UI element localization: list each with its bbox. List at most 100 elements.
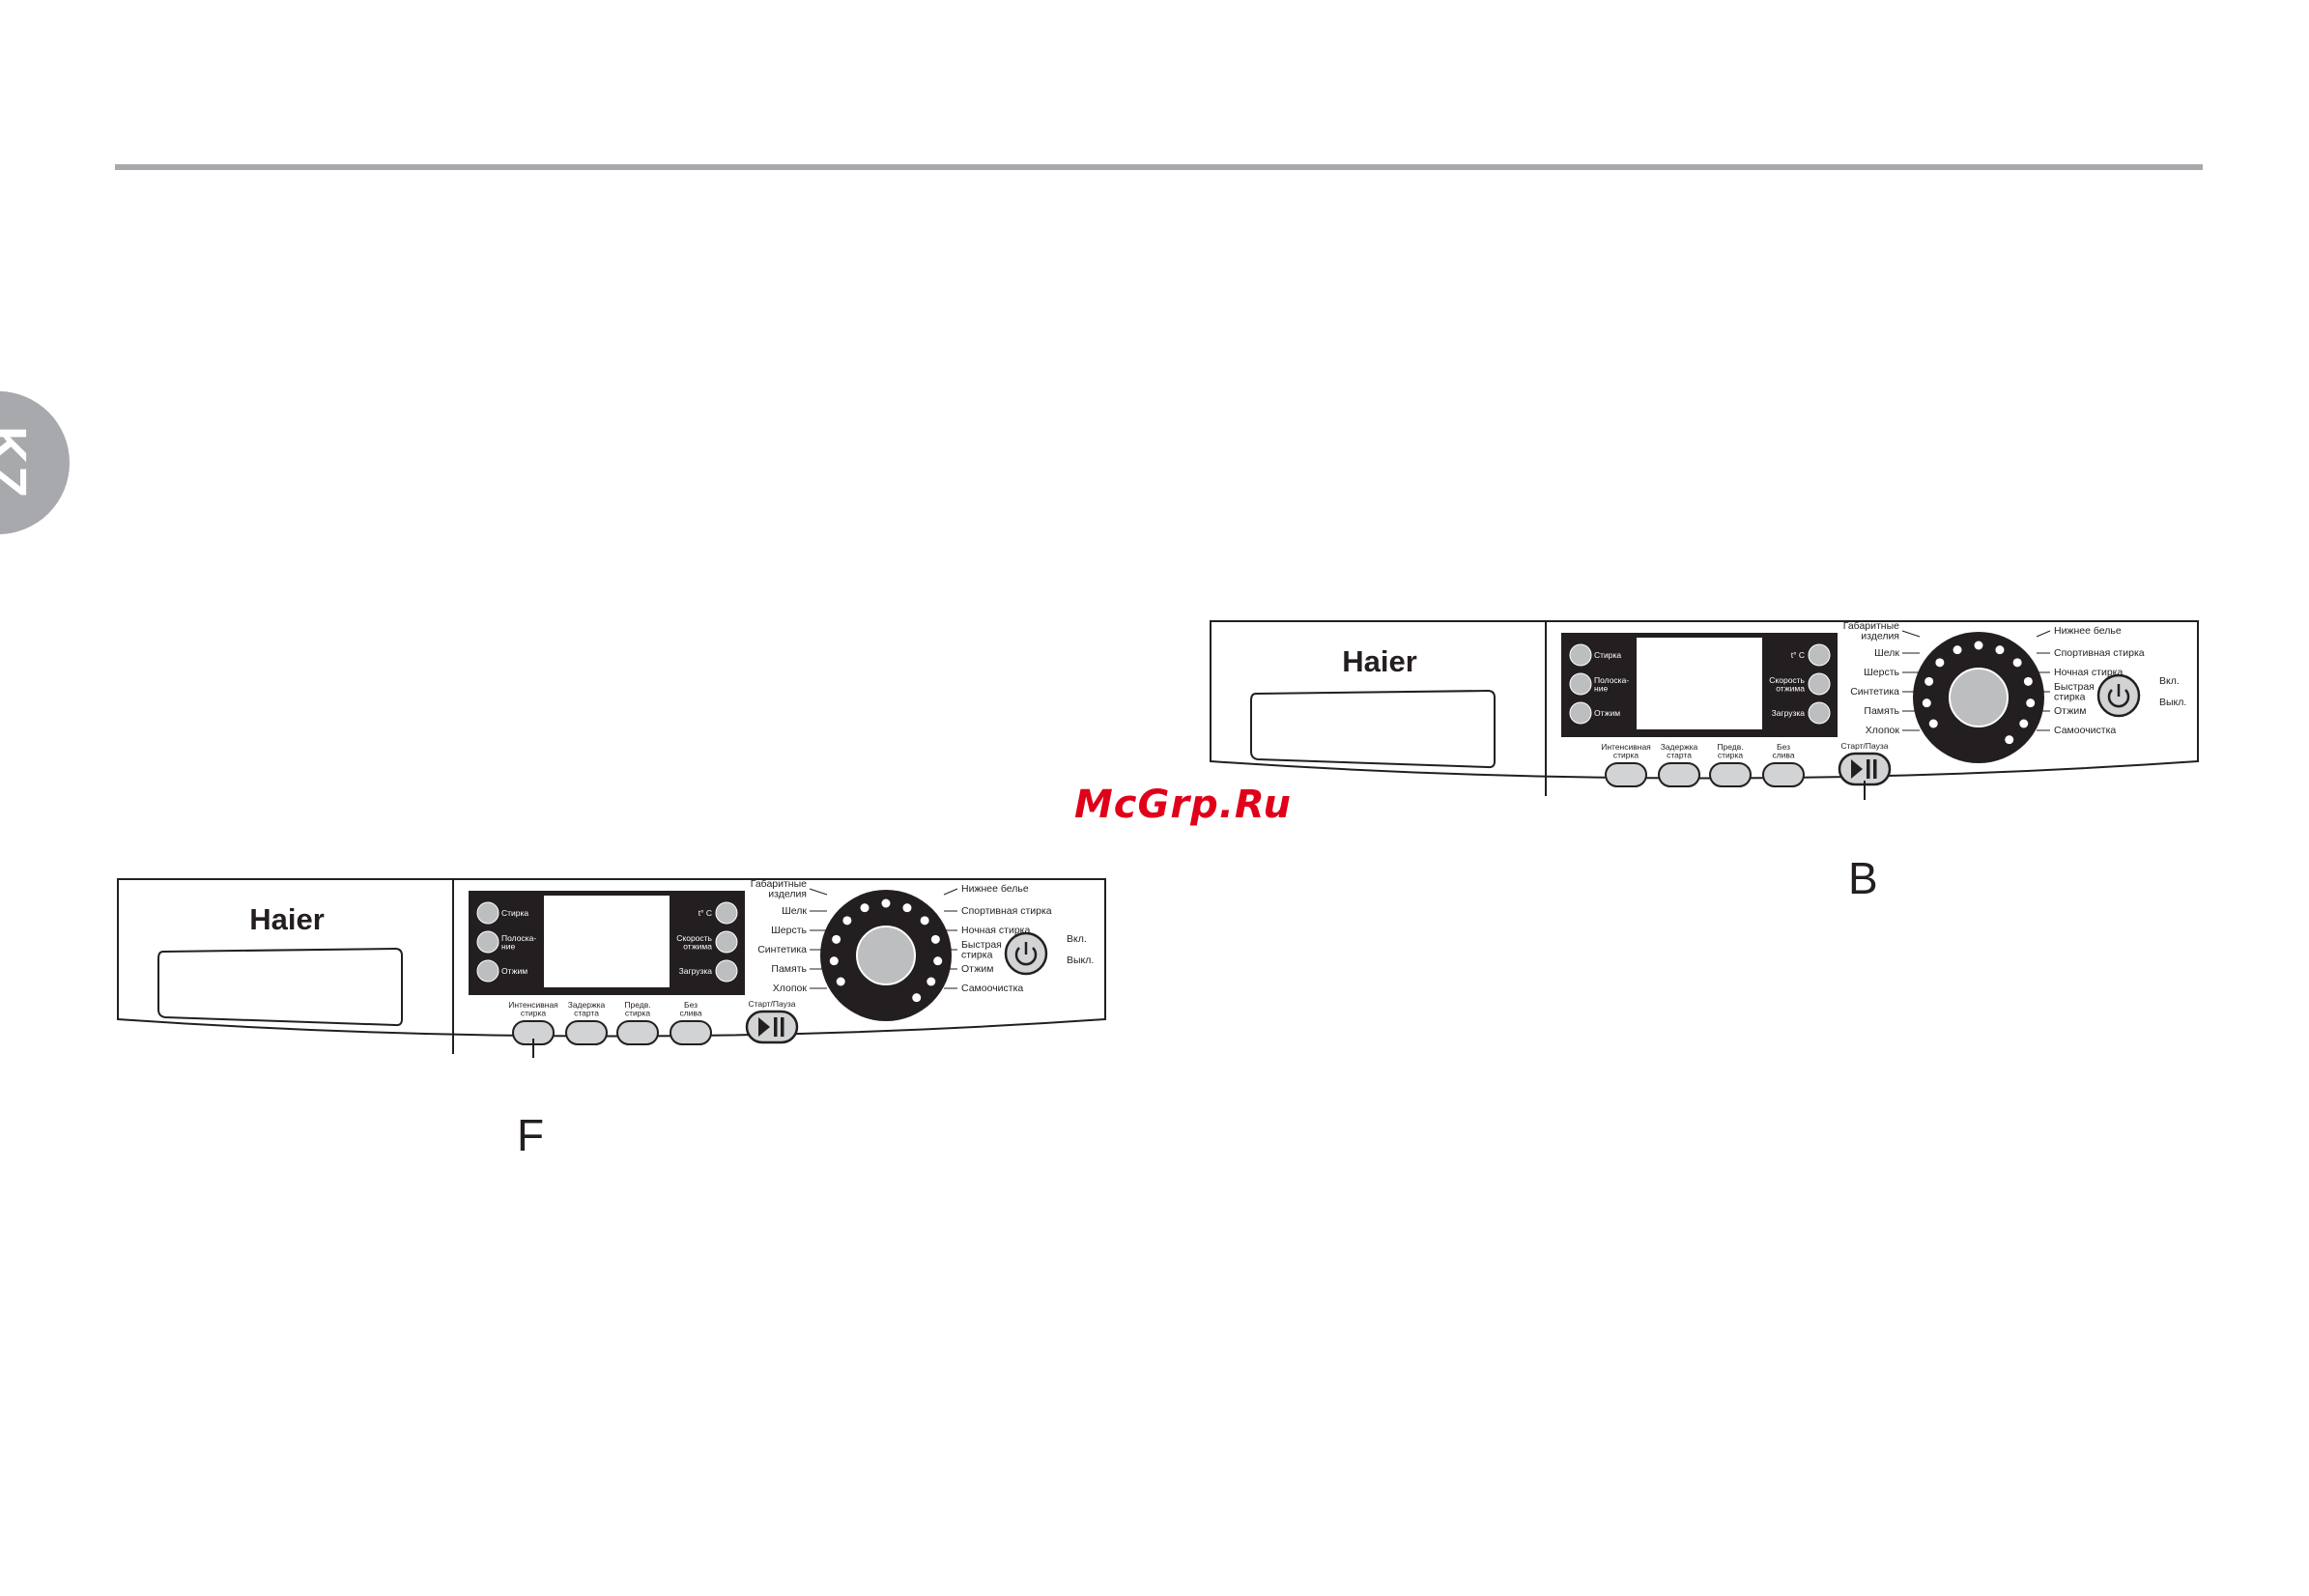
function-button [1658, 762, 1700, 787]
program-indicator-led [902, 903, 912, 913]
function-button-label: Предв.стирка [624, 1000, 650, 1018]
program-label-right: Спортивная стирка [961, 905, 1052, 917]
display-button-right [715, 959, 738, 983]
program-indicator-led [836, 977, 845, 986]
program-label-right: Отжим [961, 963, 993, 975]
brand-logo: Haier [1342, 644, 1417, 678]
program-label-right: Ночная стирка [961, 925, 1030, 936]
function-button [670, 1020, 712, 1045]
display-button-right [1808, 701, 1831, 725]
program-label-left: Шерсть [771, 925, 807, 936]
display-label-left: Стирка [1594, 650, 1621, 660]
power-on-label: Вкл. [2159, 675, 2180, 687]
program-indicator-led [2012, 658, 2022, 668]
callout-label-f: F [517, 1110, 545, 1160]
detergent-drawer [1250, 689, 1496, 769]
program-indicator-led [1924, 676, 1934, 686]
detergent-drawer [157, 947, 403, 1027]
display-button-right [1808, 672, 1831, 696]
program-label-right: Самоочистка [961, 983, 1023, 994]
power-off-label: Выкл. [1067, 955, 1094, 966]
program-label-left: Хлопок [1866, 725, 1900, 736]
start-pause-button [1838, 752, 1892, 786]
display-label-left: Стирка [501, 908, 528, 918]
display-label-right: Загрузка [1772, 708, 1806, 718]
program-label-right: Отжим [2054, 705, 2086, 717]
function-button [1762, 762, 1805, 787]
pause-icon [1873, 759, 1877, 779]
program-indicator-led [1974, 641, 1983, 650]
program-label-left: Хлопок [773, 983, 808, 994]
display-button-right [715, 930, 738, 954]
program-indicator-led [842, 916, 852, 926]
display-button-right [715, 901, 738, 925]
program-indicator-led [1935, 658, 1945, 668]
display-button-left [476, 959, 499, 983]
start-pause-label: Старт/Пауза [1840, 741, 1888, 751]
pause-icon [1867, 759, 1870, 779]
program-dial-knob [1949, 668, 2009, 727]
callout-label-b: B [1848, 853, 1878, 903]
program-label-left: Синтетика [1850, 686, 1899, 698]
display-button-left [1569, 701, 1592, 725]
display-label-right: t° C [1791, 650, 1805, 660]
start-pause-label: Старт/Пауза [748, 999, 795, 1009]
power-off-label: Выкл. [2159, 697, 2186, 708]
language-tab: KZ [0, 391, 70, 534]
top-rule [115, 164, 2203, 170]
program-indicator-led [829, 956, 839, 966]
program-indicator-led [2019, 719, 2029, 728]
brand-logo: Haier [249, 902, 325, 936]
display-label-right: t° C [698, 908, 712, 918]
program-label-right: Самоочистка [2054, 725, 2116, 736]
program-label-left: Память [771, 963, 807, 975]
leader-line [2036, 630, 2051, 638]
function-button [616, 1020, 659, 1045]
program-label-right: Нижнее белье [961, 883, 1029, 895]
program-dial-knob [856, 926, 916, 985]
program-indicator-led [832, 934, 841, 944]
display-label-left: Отжим [501, 966, 527, 976]
power-on-label: Вкл. [1067, 933, 1087, 945]
function-button-label: Предв.стирка [1717, 742, 1743, 760]
power-icon [2107, 689, 2130, 708]
start-pause-button [745, 1010, 799, 1044]
display-button-right [1808, 643, 1831, 667]
program-label-right: Ночная стирка [2054, 667, 2123, 678]
display-screen [544, 896, 670, 987]
program-indicator-led [2023, 676, 2033, 686]
display-label-right: Загрузка [679, 966, 713, 976]
leader-line [943, 888, 958, 896]
function-button [565, 1020, 608, 1045]
program-label-left: Шелк [782, 905, 807, 917]
program-indicator-led [2005, 735, 2014, 745]
program-label-right: Нижнее белье [2054, 625, 2122, 637]
program-label-left: Синтетика [757, 944, 807, 955]
display-button-left [1569, 643, 1592, 667]
play-icon [1851, 759, 1863, 779]
leader-line [1901, 630, 1921, 638]
display-button-left [476, 930, 499, 954]
display-screen [1637, 638, 1762, 729]
program-indicator-led [1995, 645, 2005, 655]
display-button-left [1569, 672, 1592, 696]
function-button [1605, 762, 1647, 787]
program-indicator-led [933, 956, 943, 966]
power-icon [1014, 947, 1038, 966]
pause-icon [774, 1017, 778, 1037]
program-indicator-led [860, 903, 869, 913]
program-label-left: Память [1864, 705, 1899, 717]
